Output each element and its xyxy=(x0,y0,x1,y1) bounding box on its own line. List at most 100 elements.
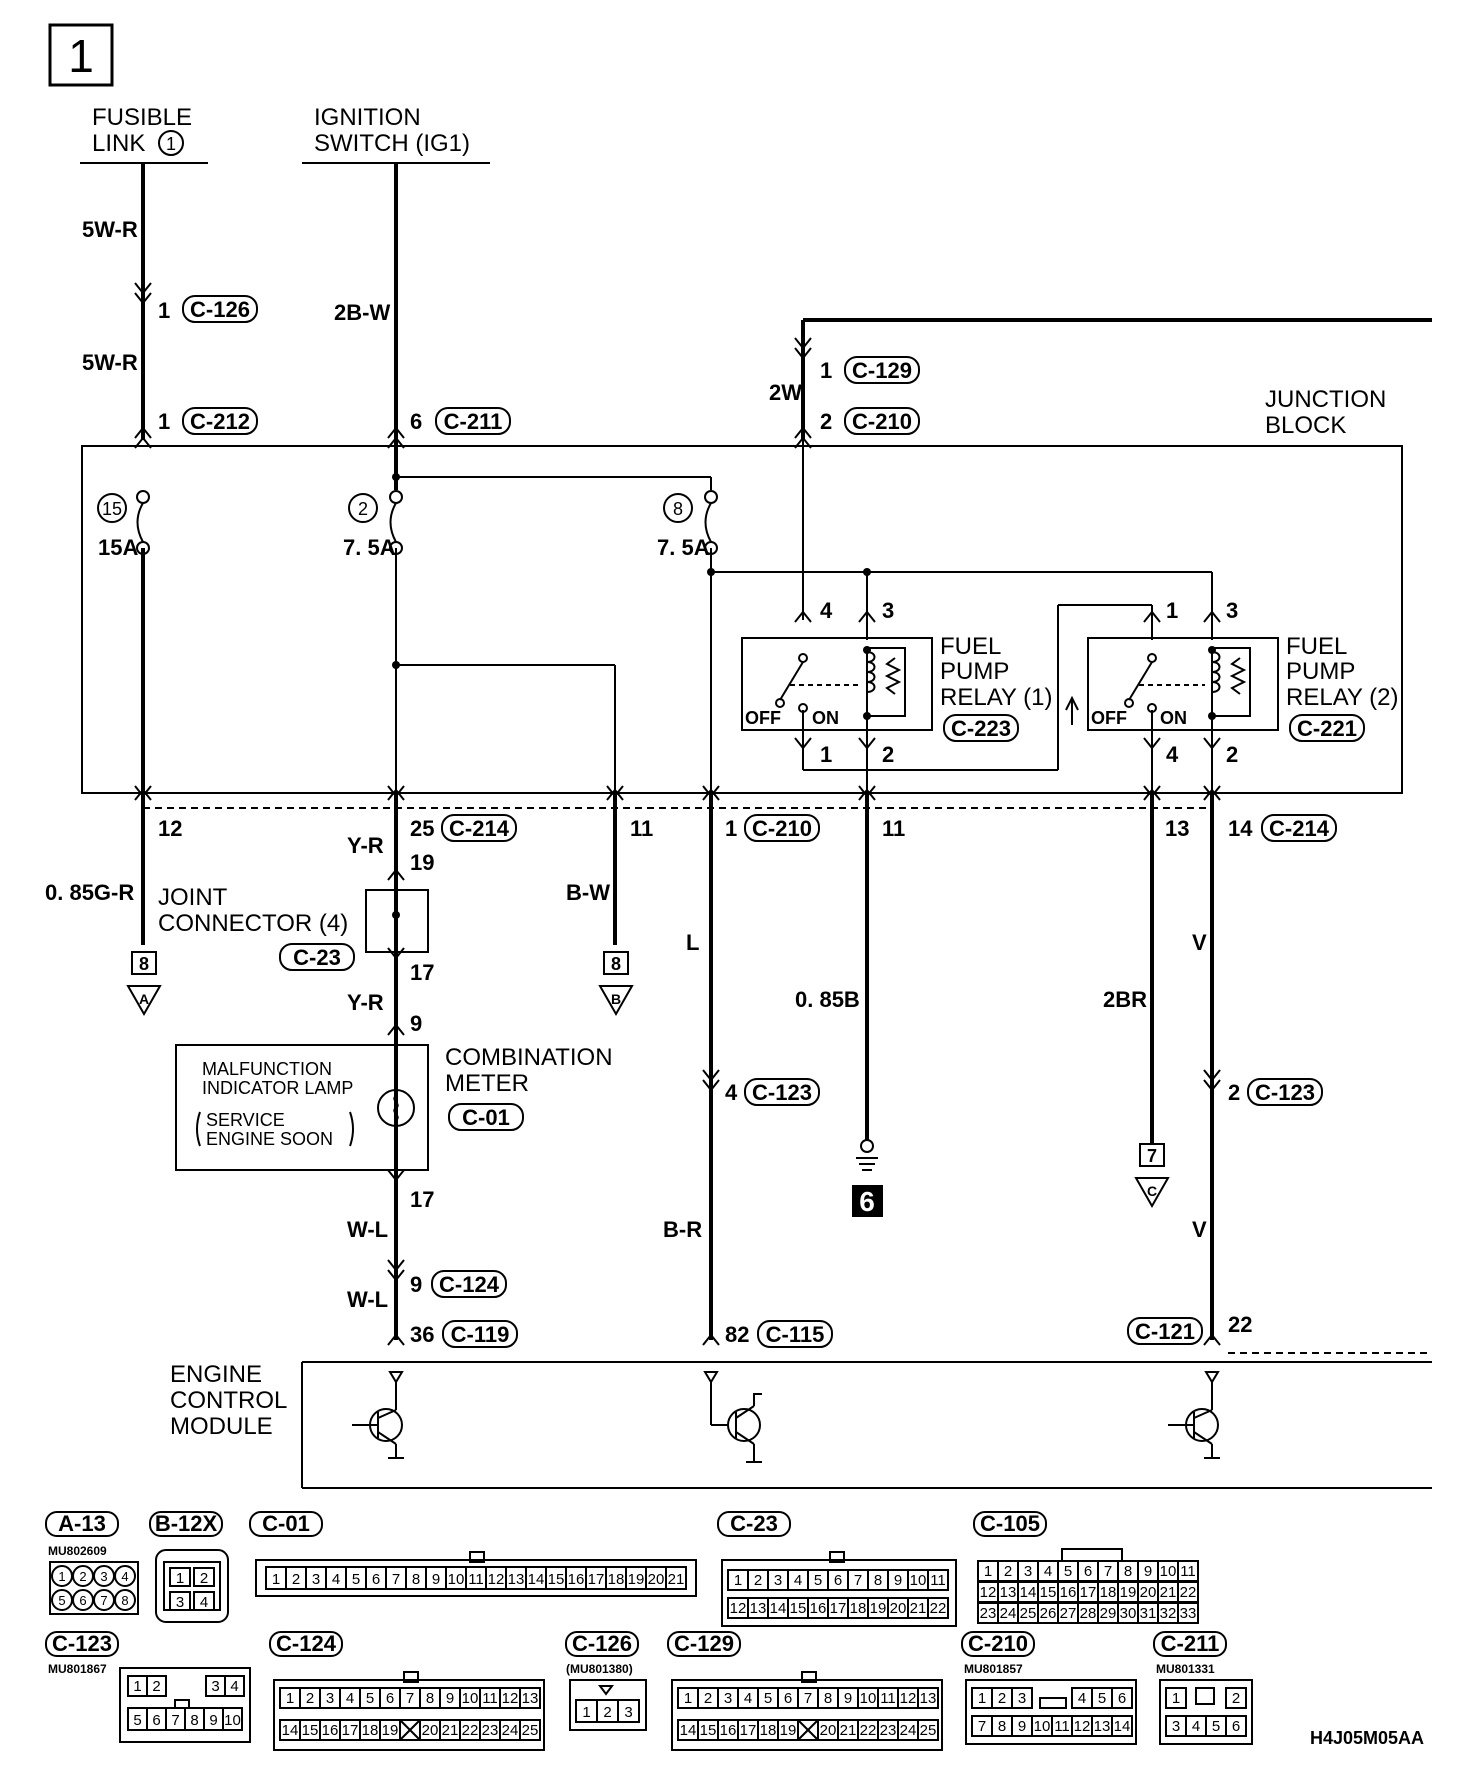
svg-text:Y-R: Y-R xyxy=(347,833,384,858)
c105-pin: 9 xyxy=(1144,1563,1152,1580)
c129-pin: 8 xyxy=(824,1690,832,1707)
svg-text:COMBINATION: COMBINATION xyxy=(445,1044,613,1071)
svg-text:FUEL: FUEL xyxy=(1286,633,1347,660)
engine-control-module: ENGINE CONTROL MODULE xyxy=(170,1352,1432,1489)
b12x-pin: 2 xyxy=(200,1570,208,1587)
svg-text:METER: METER xyxy=(445,1070,529,1097)
fuse-2: 2 7. 5A xyxy=(343,490,403,560)
c126-part: (MU801380) xyxy=(566,1662,633,1676)
svg-text:B: B xyxy=(611,991,621,1007)
c105-pin: 27 xyxy=(1060,1605,1077,1622)
c105-pin: 11 xyxy=(1180,1563,1196,1580)
svg-text:MODULE: MODULE xyxy=(170,1413,273,1440)
c23-pin: 6 xyxy=(834,1572,842,1589)
svg-text:V: V xyxy=(1192,930,1207,955)
c129-pin: 2 xyxy=(704,1690,712,1707)
c01-pin: 12 xyxy=(488,1571,505,1588)
c01-pin: 3 xyxy=(312,1571,320,1588)
svg-text:RELAY (2): RELAY (2) xyxy=(1286,684,1399,711)
svg-text:C-123: C-123 xyxy=(1255,1080,1315,1105)
c211-row xyxy=(1165,1687,1187,1709)
c01-pin: 17 xyxy=(588,1571,605,1588)
c123-pin: 1 xyxy=(133,1678,141,1695)
c129-pin: 15 xyxy=(700,1722,717,1739)
c123-pin: 4 xyxy=(230,1678,238,1695)
c210-pin: 2 xyxy=(998,1690,1006,1707)
c129-pin: 7 xyxy=(804,1690,812,1707)
svg-text:ON: ON xyxy=(812,708,839,728)
c210-pin: 11 xyxy=(1054,1718,1070,1735)
flow-arrow xyxy=(1065,695,1079,725)
svg-text:8: 8 xyxy=(673,499,683,519)
c105-pin: 17 xyxy=(1080,1584,1097,1601)
c01-pin: 7 xyxy=(392,1571,400,1588)
c23-pin: 7 xyxy=(854,1572,862,1589)
svg-text:A: A xyxy=(139,991,149,1007)
c105-pin: 25 xyxy=(1020,1605,1037,1622)
svg-text:W-L: W-L xyxy=(347,1217,388,1242)
c124-pin: 3 xyxy=(326,1690,334,1707)
svg-text:15: 15 xyxy=(102,499,122,519)
c211-label-box xyxy=(1153,1631,1227,1657)
svg-text:4: 4 xyxy=(820,598,833,623)
c124-label-box xyxy=(269,1631,343,1657)
svg-text:W-L: W-L xyxy=(347,1287,388,1312)
svg-text:3: 3 xyxy=(882,598,894,623)
wire-2w xyxy=(801,318,1432,620)
c01-pin: 1 xyxy=(272,1571,280,1588)
svg-text:Y-R: Y-R xyxy=(347,990,384,1015)
c105-pin: 21 xyxy=(1160,1584,1177,1601)
c124-pin: 6 xyxy=(386,1690,394,1707)
c129-pin: 1 xyxy=(684,1690,692,1707)
c124-pin: 9 xyxy=(446,1690,454,1707)
c124-label: C-124 xyxy=(276,1631,337,1656)
svg-text:OFF: OFF xyxy=(745,708,781,728)
c01-pin: 10 xyxy=(448,1571,465,1588)
svg-text:1: 1 xyxy=(166,134,176,154)
svg-text:IGNITION: IGNITION xyxy=(314,104,421,131)
c105-pin: 7 xyxy=(1104,1563,1112,1580)
c211-label: C-211 xyxy=(1161,1631,1220,1656)
svg-text:13: 13 xyxy=(1165,816,1189,841)
c210-part: MU801857 xyxy=(964,1662,1023,1676)
c01-pin: 19 xyxy=(628,1571,645,1588)
svg-text:C-01: C-01 xyxy=(462,1105,510,1130)
c01-pin: 14 xyxy=(528,1571,545,1588)
a13-label-box xyxy=(45,1511,119,1537)
c01-pin: 8 xyxy=(412,1571,420,1588)
svg-text:14: 14 xyxy=(1228,816,1253,841)
svg-text:1: 1 xyxy=(1166,598,1178,623)
c126-label-box xyxy=(565,1631,639,1657)
c129-row xyxy=(677,1719,939,1741)
pin-markers xyxy=(134,282,1221,1346)
c105-pin: 33 xyxy=(1180,1605,1197,1622)
pin-labels: 1 C-126 1 C-212 6 C-211 1 C-129 2 C-210 … xyxy=(158,295,1337,1348)
c129-pin: 3 xyxy=(724,1690,732,1707)
svg-text:6: 6 xyxy=(410,409,422,434)
c123-pin: 8 xyxy=(190,1712,198,1729)
svg-text:C-211: C-211 xyxy=(444,409,503,434)
c210-label: C-210 xyxy=(968,1631,1028,1656)
c01-label-box xyxy=(249,1511,323,1537)
c01-pin: 21 xyxy=(668,1571,685,1588)
c129-pin: 9 xyxy=(844,1690,852,1707)
svg-text:C: C xyxy=(1147,1183,1157,1199)
svg-text:JUNCTION: JUNCTION xyxy=(1265,386,1386,413)
c105-pin: 20 xyxy=(1140,1584,1157,1601)
c105-pin: 23 xyxy=(980,1605,997,1622)
svg-text:12: 12 xyxy=(158,816,182,841)
fuel-pump-relay-2: OFF ON 1 3 4 2 FUEL PUMP RELAY (2) C-221 xyxy=(1087,598,1399,767)
b12x-pin: 1 xyxy=(176,1570,184,1587)
c105-pin: 8 xyxy=(1124,1563,1132,1580)
c23-pin: 16 xyxy=(810,1600,827,1617)
c123-label: C-123 xyxy=(52,1631,112,1656)
svg-text:C-212: C-212 xyxy=(190,409,250,434)
a13-label: A-13 xyxy=(58,1511,106,1536)
c01-pin: 5 xyxy=(352,1571,360,1588)
svg-text:C-214: C-214 xyxy=(449,816,510,841)
c23-pin: 2 xyxy=(754,1572,762,1589)
c129-pin: 25 xyxy=(920,1722,937,1739)
c129-pin: 24 xyxy=(900,1722,917,1739)
ref-c: 7 C xyxy=(1134,1142,1170,1209)
svg-text:ON: ON xyxy=(1160,708,1187,728)
